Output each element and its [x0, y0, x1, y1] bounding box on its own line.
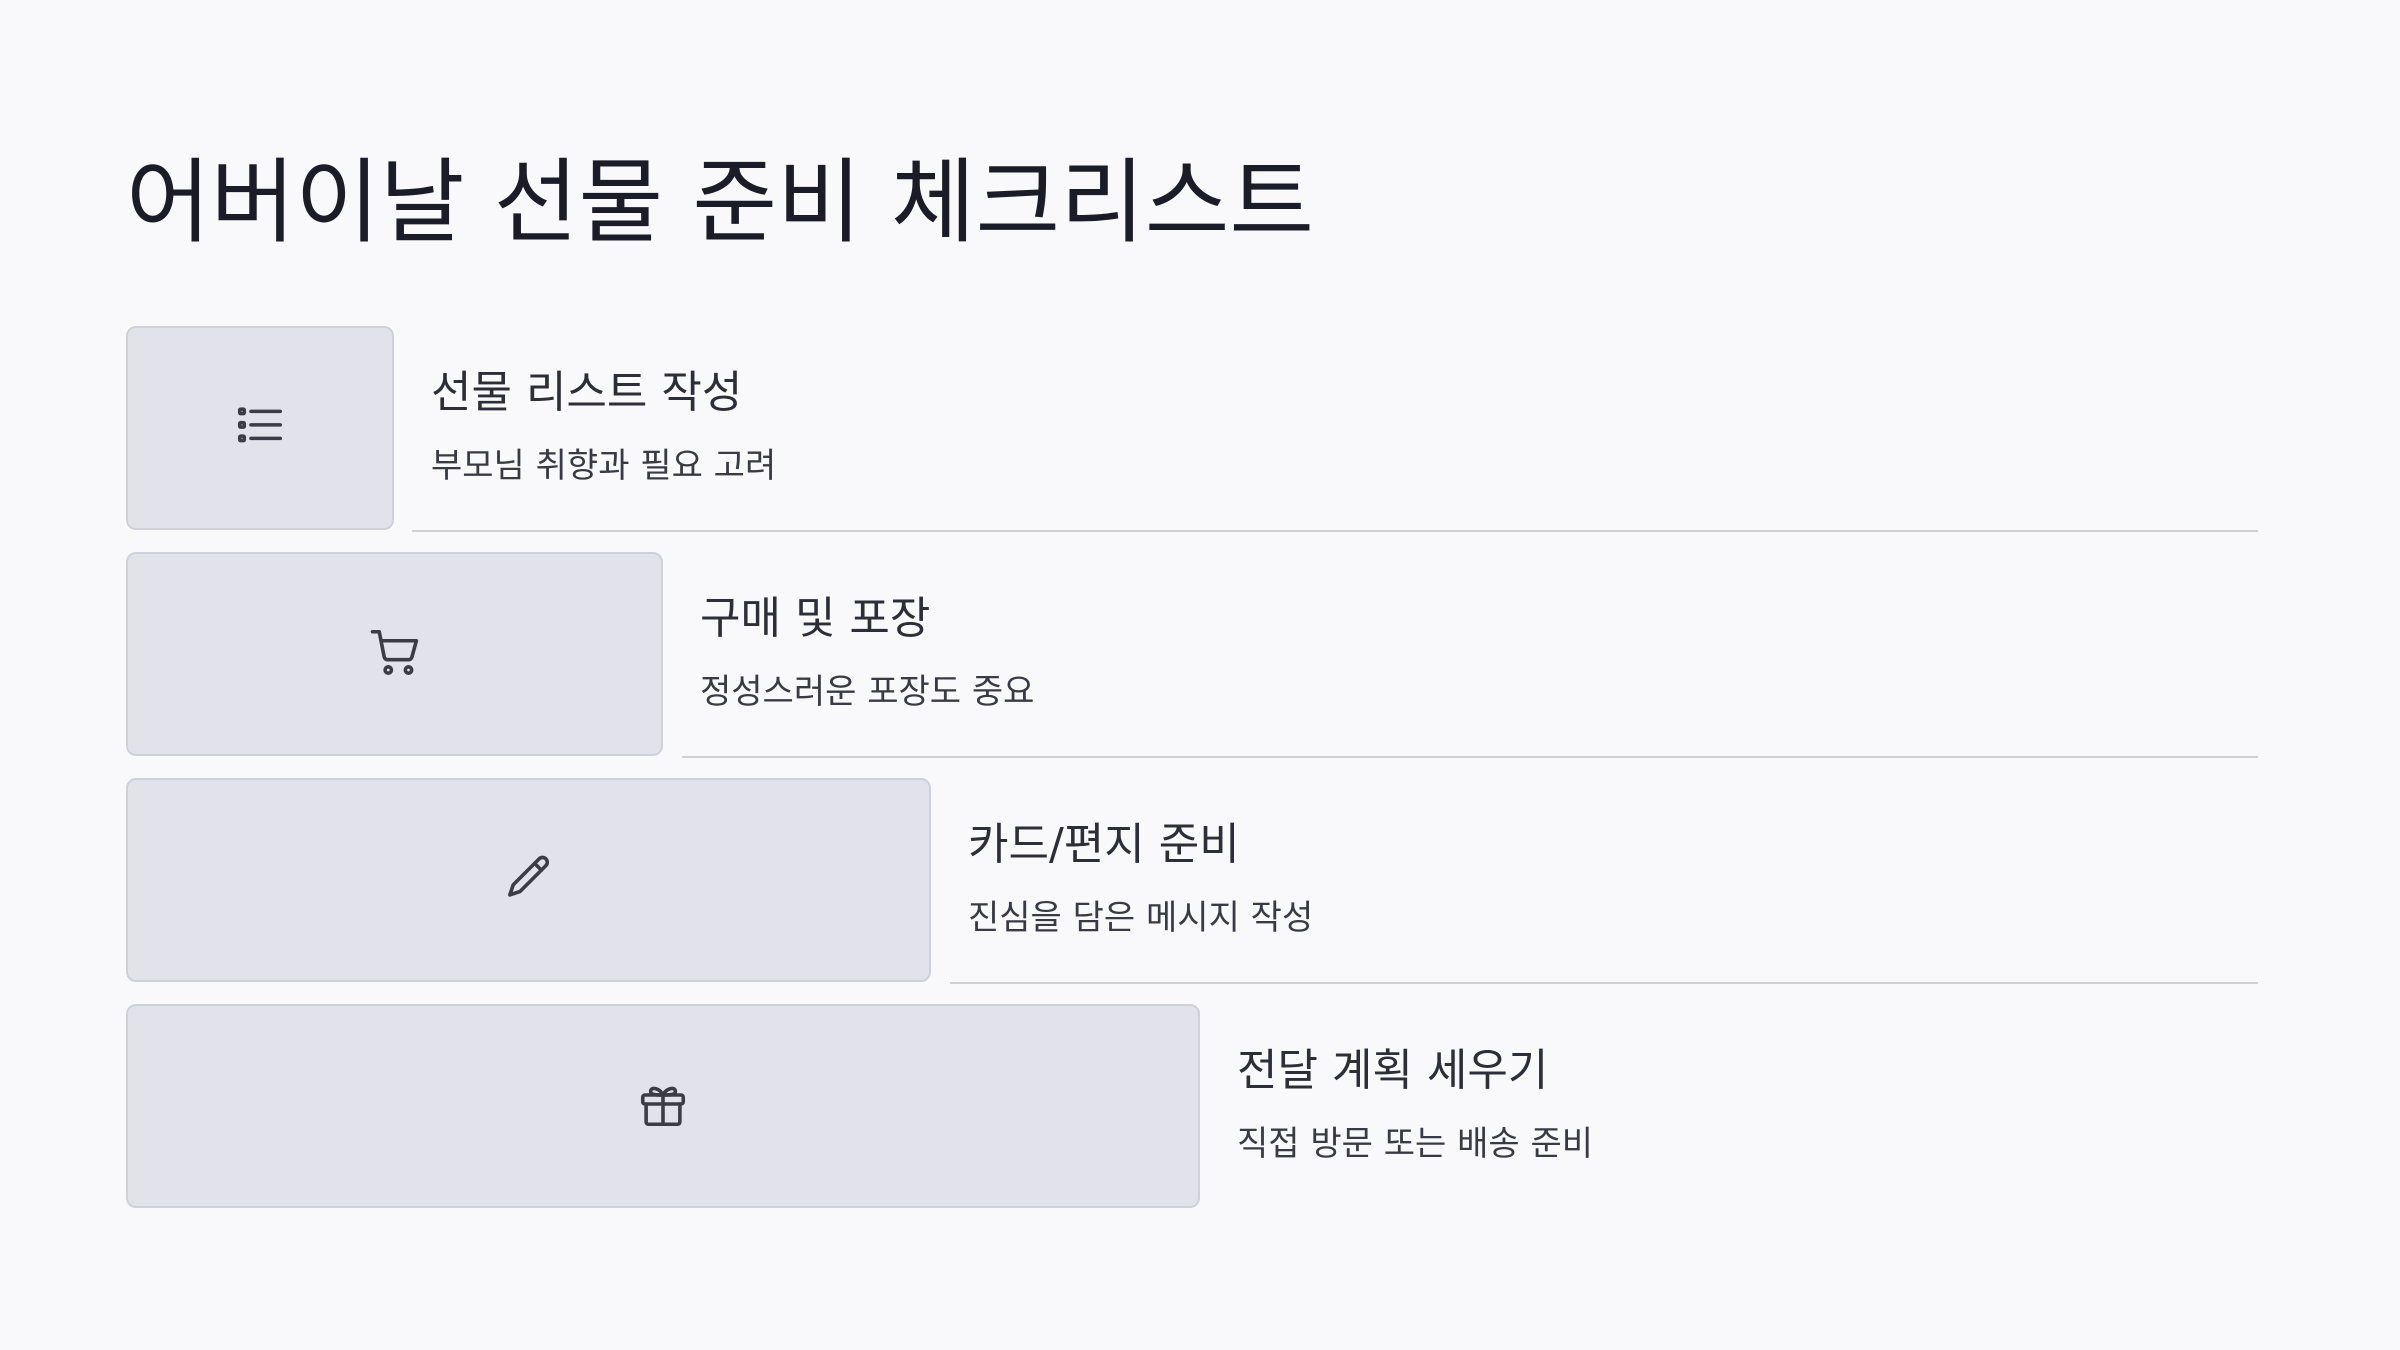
step-title: 구매 및 포장 [700, 593, 931, 644]
step-description: 정성스러운 포장도 중요 [700, 672, 1035, 712]
step-item-delivery-plan: 전달 계획 세우기 직접 방문 또는 배송 준비 [126, 1004, 2258, 1212]
gift-icon [636, 1077, 690, 1135]
step-icon-box [126, 326, 394, 530]
step-icon-box [126, 778, 931, 982]
step-divider [950, 982, 2258, 984]
step-icon-box [126, 552, 663, 756]
pencil-icon [502, 851, 556, 909]
step-item-purchase-wrap: 구매 및 포장 정성스러운 포장도 중요 [126, 552, 2258, 760]
step-item-card-letter: 카드/편지 준비 진심을 담은 메시지 작성 [126, 778, 2258, 986]
step-title: 카드/편지 준비 [968, 819, 1240, 870]
step-divider [412, 530, 2258, 532]
step-description: 직접 방문 또는 배송 준비 [1237, 1124, 1594, 1164]
step-description: 부모님 취향과 필요 고려 [431, 446, 777, 486]
step-item-gift-list: 선물 리스트 작성 부모님 취향과 필요 고려 [126, 326, 2258, 534]
step-description: 진심을 담은 메시지 작성 [968, 898, 1314, 938]
step-icon-box [126, 1004, 1200, 1208]
step-divider [682, 756, 2258, 758]
step-title: 선물 리스트 작성 [431, 367, 743, 418]
shopping-cart-icon [368, 625, 422, 683]
step-title: 전달 계획 세우기 [1237, 1045, 1549, 1096]
list-icon [233, 399, 287, 457]
page-title: 어버이날 선물 준비 체크리스트 [126, 149, 1315, 256]
